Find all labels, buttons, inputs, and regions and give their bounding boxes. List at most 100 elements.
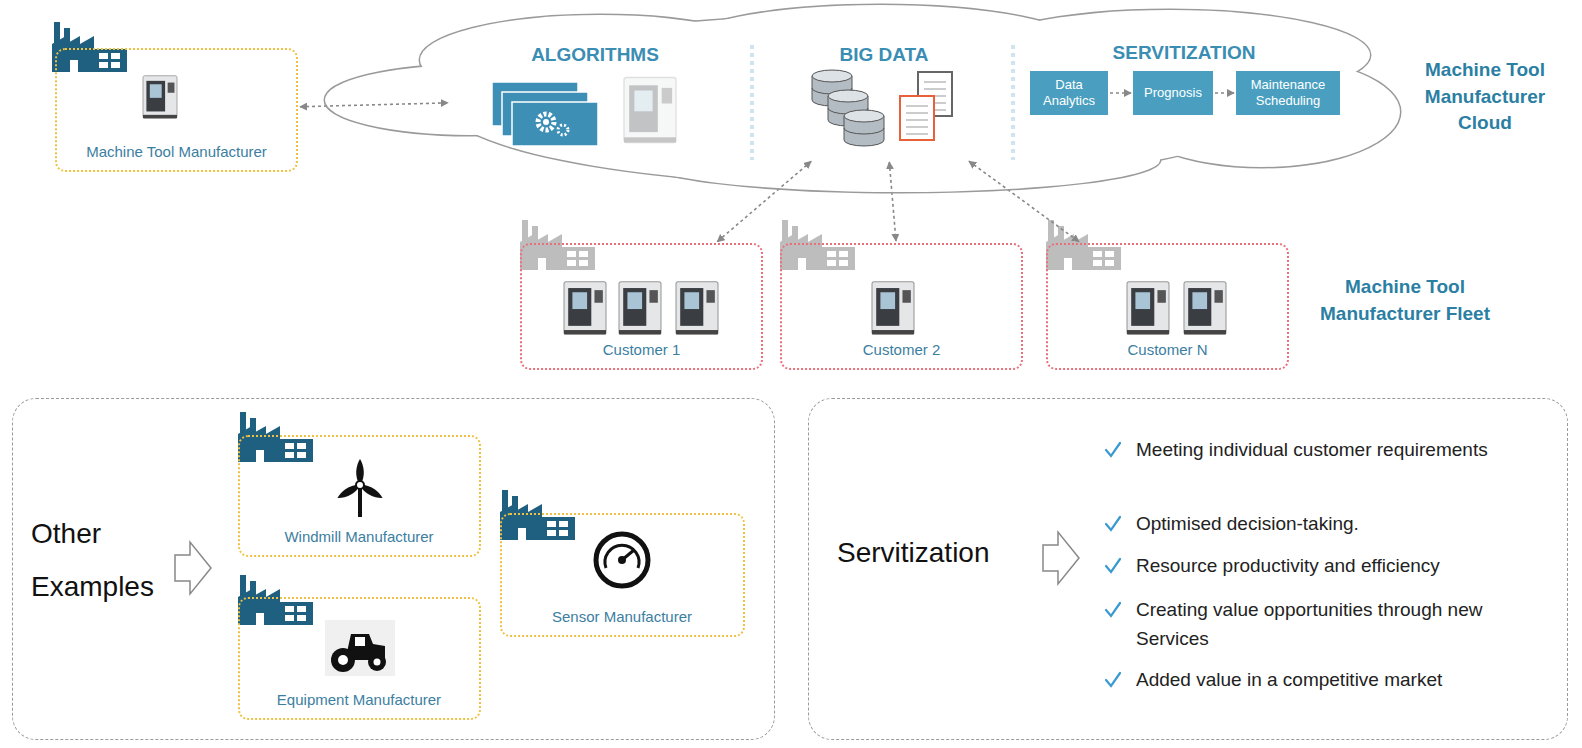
cloud-lobe <box>680 5 1080 85</box>
wheel-inner <box>374 659 381 666</box>
hub <box>356 481 364 489</box>
roller-ground <box>325 620 395 676</box>
control-panel <box>1157 290 1165 303</box>
machine-tool-icon <box>872 282 914 335</box>
machine-base <box>564 330 606 334</box>
machine-door <box>146 81 165 112</box>
machine-door <box>1131 288 1154 326</box>
checkmark <box>1106 673 1120 686</box>
wheel <box>368 653 386 671</box>
block-arrow <box>175 542 211 594</box>
factory-icon <box>238 412 313 462</box>
benefit-item: Added value in a competitive market <box>1136 665 1556 694</box>
factory-icon <box>520 220 595 270</box>
node-label: Customer 2 <box>863 341 941 358</box>
text-line <box>906 120 928 121</box>
example-box: Windmill Manufacturer <box>238 435 481 557</box>
text-line <box>924 89 946 90</box>
cylinder-top <box>844 110 884 122</box>
control-panel <box>902 290 910 303</box>
machine-door <box>1188 288 1211 326</box>
window <box>547 521 556 527</box>
cloud-lobe <box>440 15 1280 185</box>
gauge-center <box>618 556 626 564</box>
factory-annex <box>280 602 313 625</box>
machine-body <box>564 282 606 335</box>
machine-door <box>568 288 591 326</box>
window <box>297 606 306 612</box>
machine-tool-icon <box>143 76 177 119</box>
node-label: Other Examples <box>31 507 181 613</box>
machine-body <box>872 282 914 335</box>
node-label: Maintenance Scheduling <box>1240 77 1336 108</box>
benefit-item: Creating value opportunities through new… <box>1136 595 1556 654</box>
example-box: Sensor Manufacturer <box>500 513 745 637</box>
cloud-lobe <box>640 128 1160 192</box>
machine-door <box>680 288 703 326</box>
factory-annex <box>562 247 595 270</box>
machine-base <box>143 115 177 118</box>
door <box>256 450 264 462</box>
gauge-ring <box>596 534 648 586</box>
door <box>256 613 264 625</box>
node-label: Customer N <box>1127 341 1207 358</box>
cloud-group <box>325 5 1400 192</box>
gauge-icon <box>596 534 648 586</box>
factory-icon <box>500 490 575 540</box>
process-box: Data Analytics <box>1030 71 1108 115</box>
checkmark <box>1106 443 1120 456</box>
cylinder-top <box>812 70 852 82</box>
cloud-lobe <box>325 65 615 135</box>
manufacturer-box: Machine Tool Manufacturer <box>55 48 298 172</box>
checkmark <box>1106 559 1120 572</box>
node-label: Windmill Manufacturer <box>284 528 433 545</box>
window <box>839 260 848 266</box>
window <box>1093 251 1102 257</box>
window <box>579 260 588 266</box>
process-box: Maintenance Scheduling <box>1236 71 1340 115</box>
fleet-label: Machine Tool Manufacturer Fleet <box>1300 274 1510 327</box>
block-arrow <box>1043 532 1079 584</box>
big-data-section: BIG DATA <box>760 38 1008 160</box>
machine-body <box>676 282 718 335</box>
factory-annex <box>822 247 855 270</box>
machine-tool-icon <box>1184 282 1226 335</box>
dotted-connector <box>1215 92 1234 94</box>
customer-box: Customer 1 <box>520 243 763 370</box>
roller-icon <box>325 620 395 676</box>
factory-hall <box>52 36 94 72</box>
drum <box>331 648 355 672</box>
door <box>70 60 78 72</box>
node-label: Machine Tool Manufacturer <box>86 143 267 160</box>
dotted-connector <box>1110 92 1131 94</box>
machine-tool-icon <box>676 282 718 335</box>
factory-annex <box>542 517 575 540</box>
drum-inner <box>338 655 348 665</box>
checkmark <box>1106 603 1120 616</box>
machine-door <box>876 288 899 326</box>
process-box: Prognosis <box>1133 71 1213 115</box>
customer-box: Customer 2 <box>780 243 1023 370</box>
machine-base <box>619 330 661 334</box>
control-panel <box>1214 290 1222 303</box>
gear-hub <box>543 119 549 125</box>
window <box>285 443 294 449</box>
machine-tool-icon <box>619 282 661 335</box>
cloud-lobe <box>1124 57 1400 167</box>
control-panel <box>594 290 602 303</box>
checkmark <box>1106 517 1120 530</box>
factory-hall <box>238 426 280 462</box>
window <box>579 251 588 257</box>
benefits-panel: ServitizationMeeting individual customer… <box>808 398 1568 740</box>
algorithms-section: ALGORITHMS <box>450 38 740 160</box>
node-label: SERVITIZATION <box>1113 42 1256 64</box>
benefit-item: Resource productivity and efficiency <box>1136 551 1556 580</box>
window <box>559 521 568 527</box>
section-divider <box>1011 45 1015 160</box>
window <box>111 53 120 59</box>
windmill-icon <box>336 459 385 517</box>
benefit-item: Meeting individual customer requirements <box>1136 435 1556 464</box>
machine-base <box>624 137 676 142</box>
window <box>99 62 108 68</box>
window <box>839 251 848 257</box>
